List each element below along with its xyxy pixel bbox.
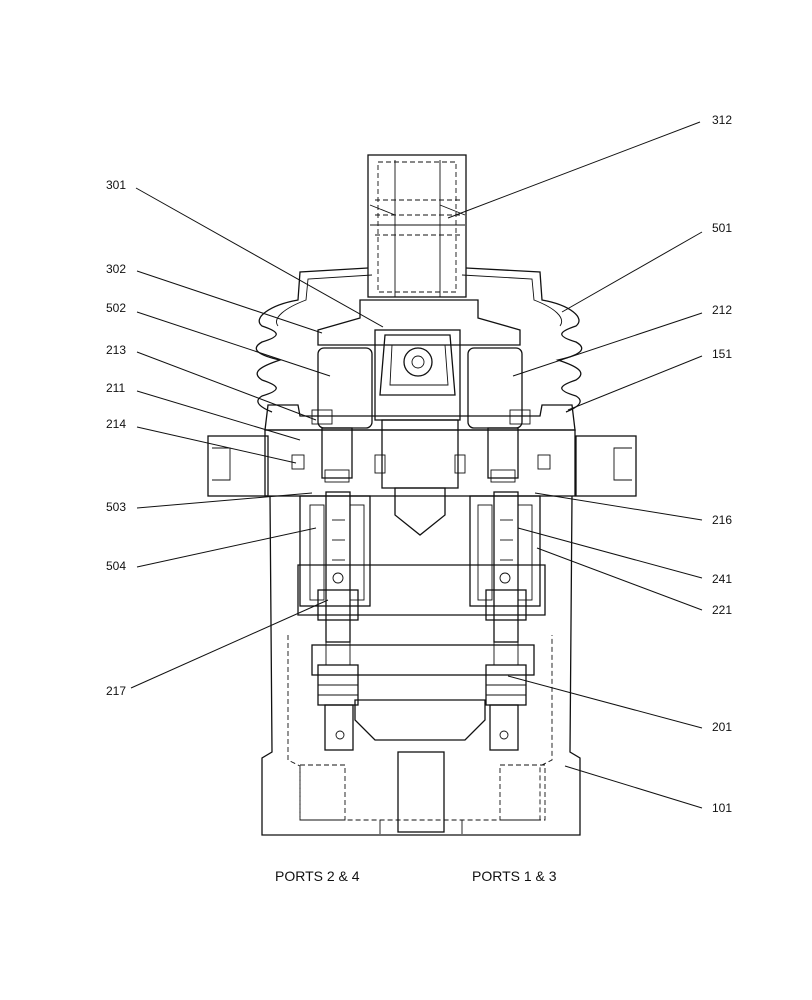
leader-216 — [534, 492, 703, 521]
leader-101 — [564, 765, 703, 809]
callout-151: 151 — [712, 347, 732, 361]
right-pusher — [467, 347, 523, 483]
ports-1-3-label: PORTS 1 & 3 — [472, 868, 557, 884]
right-spool-assembly — [469, 491, 541, 751]
leader-301 — [135, 187, 384, 328]
left-spool-assembly — [299, 491, 371, 751]
callout-216: 216 — [712, 513, 732, 527]
callout-502: 502 — [106, 301, 126, 315]
leader-312 — [447, 121, 701, 219]
callout-302: 302 — [106, 262, 126, 276]
callout-221: 221 — [712, 603, 732, 617]
callout-labels: 312 301 501 302 212 502 151 213 211 214 … — [106, 113, 732, 815]
callout-241: 241 — [712, 572, 732, 586]
leader-151 — [567, 355, 703, 411]
callout-213: 213 — [106, 343, 126, 357]
leader-211 — [136, 390, 301, 441]
callout-201: 201 — [712, 720, 732, 734]
callout-211: 211 — [106, 381, 125, 395]
leader-221 — [536, 547, 703, 611]
leader-501 — [561, 231, 703, 313]
leader-302 — [136, 270, 323, 334]
leader-503 — [136, 492, 313, 509]
operating-shaft — [367, 154, 467, 298]
leader-214 — [136, 426, 297, 464]
leader-502 — [136, 311, 331, 377]
left-pusher — [317, 347, 373, 483]
cam-plate — [317, 299, 521, 421]
leader-212 — [512, 312, 703, 377]
callout-101: 101 — [712, 801, 732, 815]
leader-241 — [517, 527, 703, 579]
leader-lines — [130, 121, 703, 809]
plug-housing — [207, 404, 637, 536]
rubber-boot — [255, 267, 583, 413]
ports-2-4-label: PORTS 2 & 4 — [275, 868, 360, 884]
leader-213 — [136, 351, 317, 421]
leader-217 — [130, 599, 329, 689]
callout-504: 504 — [106, 559, 126, 573]
callout-301: 301 — [106, 178, 126, 192]
leader-504 — [136, 527, 317, 568]
callout-217: 217 — [106, 684, 126, 698]
leader-201 — [507, 675, 703, 729]
callout-312: 312 — [712, 113, 732, 127]
callout-503: 503 — [106, 500, 126, 514]
callout-212: 212 — [712, 303, 732, 317]
callout-501: 501 — [712, 221, 732, 235]
callout-214: 214 — [106, 417, 126, 431]
casing — [261, 495, 581, 836]
